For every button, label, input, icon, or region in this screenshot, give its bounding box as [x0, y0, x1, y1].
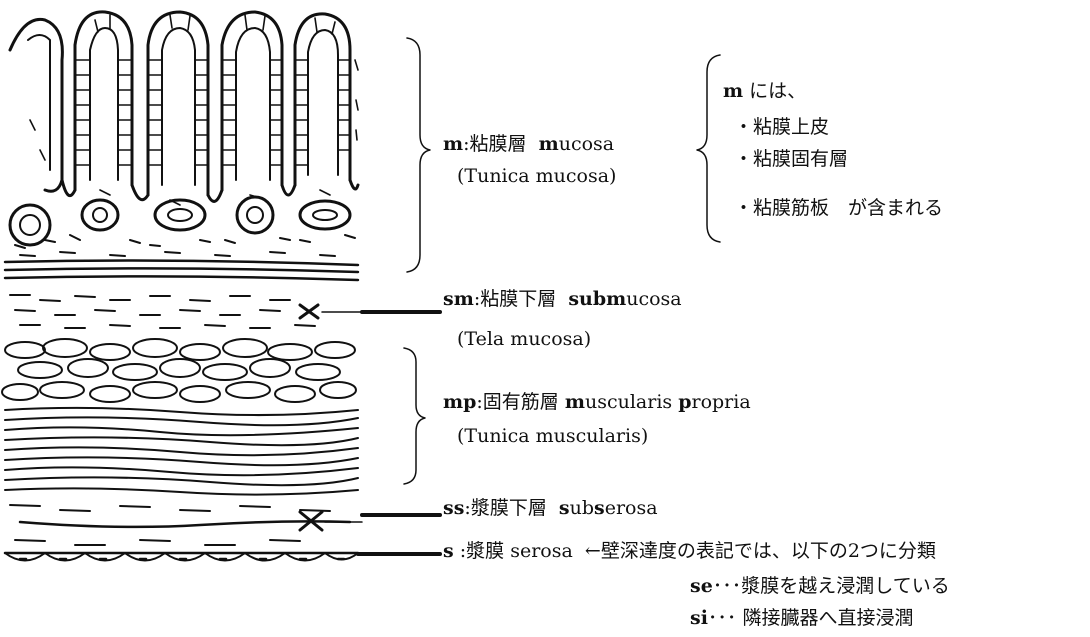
label-muscularis-latin: (Tunica muscularis) [457, 427, 648, 446]
label-serosa: s :漿膜 serosa ←壁深達度の表記では、以下の2つに分類 [443, 542, 936, 561]
submucosa-texture [10, 295, 318, 328]
mucosa-note-item-3: ・粘膜筋板 が含まれる [734, 199, 943, 218]
mucosa-note-brace [697, 55, 720, 242]
label-submucosa-latin: (Tela mucosa) [457, 330, 591, 349]
mucosa-brace [407, 38, 430, 272]
serosa-note-se: se･･･漿膜を越え浸潤している [690, 577, 950, 596]
muscularis-propria [2, 339, 358, 495]
label-mucosa-latin: (Tunica mucosa) [457, 167, 616, 186]
label-muscularis-propria: mp:固有筋層 muscularis propria [443, 393, 751, 412]
serosa-classification-note: ←壁深達度の表記では、以下の2つに分類 [585, 540, 936, 562]
label-subserosa: ss:漿膜下層 subserosa [443, 499, 658, 518]
muscularis-mucosae [5, 261, 358, 280]
mucosa-note-item-1: ・粘膜上皮 [734, 118, 829, 137]
mucosa-villi [10, 12, 358, 202]
subserosa-texture [10, 505, 350, 545]
mucosal-glands [10, 197, 355, 256]
muscularis-brace [404, 348, 425, 484]
serosa-note-si: si･･･ 隣接臓器へ直接浸潤 [690, 609, 913, 628]
label-mucosa: m:粘膜層 mucosa [443, 135, 614, 154]
mucosa-note-item-2: ・粘膜固有層 [734, 150, 848, 169]
serosa-layer [5, 553, 358, 561]
mucosa-note-title: m には、 [723, 82, 806, 101]
label-submucosa: sm:粘膜下層 submucosa [443, 290, 682, 309]
